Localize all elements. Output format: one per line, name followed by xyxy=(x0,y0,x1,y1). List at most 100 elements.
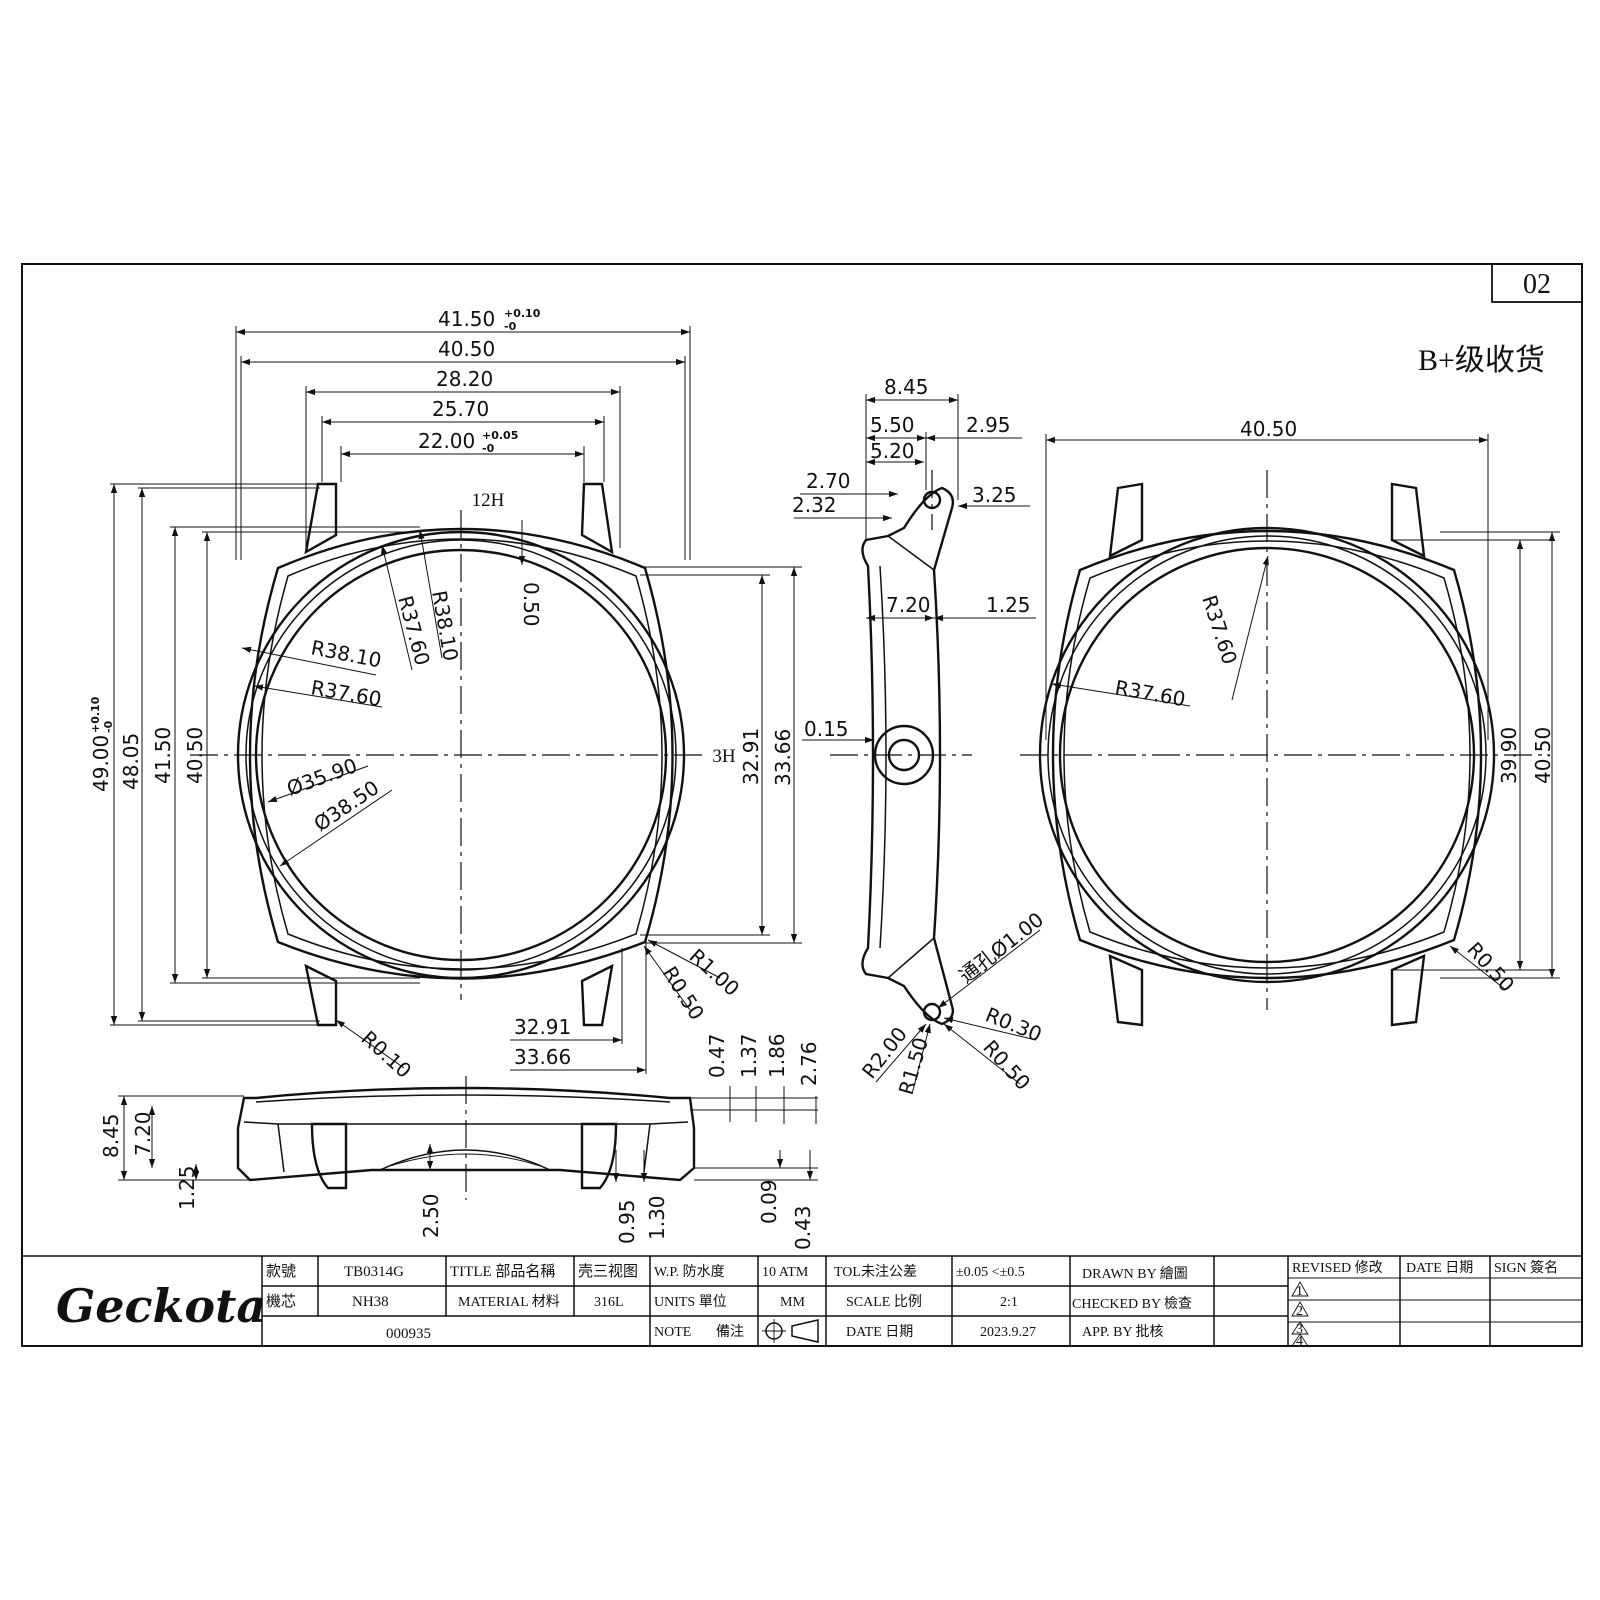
model-label: 款號 xyxy=(266,1263,296,1280)
dim-profile-0-43: 0.43 xyxy=(791,1205,815,1250)
dim-height-outer-tol-plus: +0.10 xyxy=(89,696,102,733)
units-label: UNITS 單位 xyxy=(654,1294,727,1310)
revision-1: 1 xyxy=(1296,1284,1303,1299)
note-cn: 備注 xyxy=(716,1324,744,1340)
projection-symbol-cone xyxy=(791,1319,819,1343)
sheet-number-box xyxy=(1491,263,1583,303)
movement-value: NH38 xyxy=(352,1294,389,1310)
dim-side-1-25: 1.25 xyxy=(986,593,1031,617)
dim-side-2-32: 2.32 xyxy=(792,493,837,517)
revision-date-label: DATE 日期 xyxy=(1406,1260,1473,1276)
profile-view: 8.45 7.20 1.25 2.50 0.95 1.30 0.09 0.43 … xyxy=(99,1033,821,1250)
title-label: TITLE 部品名稱 xyxy=(450,1263,555,1280)
dim-profile-1-25: 1.25 xyxy=(175,1165,199,1210)
dim-width-outer: 41.50 xyxy=(438,307,495,331)
dim-width-outer-tol-minus: -0 xyxy=(504,320,517,333)
dim-profile-7-20: 7.20 xyxy=(131,1111,155,1156)
dim-offset: 0.50 xyxy=(519,582,543,627)
app-label: APP. BY 批核 xyxy=(1082,1324,1164,1340)
scale-label: SCALE 比例 xyxy=(846,1294,922,1310)
tol-value: ±0.05 <±0.5 xyxy=(956,1265,1025,1280)
model-value: TB0314G xyxy=(344,1264,404,1280)
revision-3: 3 xyxy=(1296,1322,1303,1337)
dim-profile-8-45: 8.45 xyxy=(99,1113,123,1158)
dim-side-r0-50: R0.50 xyxy=(978,1035,1035,1094)
scale-value: 2:1 xyxy=(1000,1295,1018,1310)
tol-label: TOL未注公差 xyxy=(834,1264,917,1280)
note-label: NOTE xyxy=(654,1325,691,1340)
dim-width-outer-tol-plus: +0.10 xyxy=(504,307,541,320)
dim-height-41: 41.50 xyxy=(151,727,175,784)
dim-back-r0-50: R0.50 xyxy=(1462,937,1519,996)
revision-1-triangle xyxy=(1291,1281,1309,1297)
title-value: 壳三视图 xyxy=(578,1263,638,1280)
dim-lug-width: 22.00 xyxy=(418,429,475,453)
dim-back-39-90: 39.90 xyxy=(1497,727,1521,784)
material-label: MATERIAL 材料 xyxy=(458,1294,560,1310)
wp-value: 10 ATM xyxy=(762,1265,809,1280)
sign-label: SIGN 簽名 xyxy=(1494,1259,1558,1276)
title-block: Geckota 款號 TB0314G 機芯 NH38 000935 TITLE … xyxy=(22,1255,1582,1349)
dim-through-hole: 通孔Ø1.00 xyxy=(954,907,1048,988)
dim-right-32: 32.91 xyxy=(739,728,763,785)
dim-profile-1-37: 1.37 xyxy=(737,1033,761,1078)
drawn-label: DRAWN BY 繪圖 xyxy=(1082,1265,1188,1282)
dim-r38-10-b: R38.10 xyxy=(309,635,383,672)
marker-12h: 12H xyxy=(472,490,505,511)
revision-4: 4 xyxy=(1296,1334,1303,1349)
dim-right-33: 33.66 xyxy=(771,729,795,786)
dim-lug-inner: 25.70 xyxy=(432,397,489,421)
material-value: 316L xyxy=(594,1295,624,1310)
dim-back-40-50: 40.50 xyxy=(1531,727,1555,784)
grade-note: B+级收货 xyxy=(1418,344,1545,377)
date-label: DATE 日期 xyxy=(846,1324,913,1340)
dim-side-2-70: 2.70 xyxy=(806,469,851,493)
dim-lug-outer: 28.20 xyxy=(436,367,493,391)
dim-bottom-32: 32.91 xyxy=(514,1015,571,1039)
front-view: 12H 3H 41.50 +0.10 -0 40.50 28.20 25.70 … xyxy=(89,307,802,1083)
dim-side-0-15: 0.15 xyxy=(804,717,849,741)
movement-label: 機芯 xyxy=(266,1293,296,1310)
dim-profile-1-30: 1.30 xyxy=(645,1195,669,1240)
dim-height-40: 40.50 xyxy=(183,727,207,784)
checked-label: CHECKED BY 檢查 xyxy=(1072,1295,1192,1312)
dim-r37-60-b: R37.60 xyxy=(309,675,383,711)
dim-r0-10: R0.10 xyxy=(357,1026,416,1083)
dim-side-7-20: 7.20 xyxy=(886,593,931,617)
sheet-number: 02 xyxy=(1523,269,1551,300)
revised-label: REVISED 修改 xyxy=(1292,1260,1383,1276)
dim-height-outer: 49.00 xyxy=(89,735,113,792)
dim-profile-2-50: 2.50 xyxy=(419,1193,443,1238)
dim-side-3-25: 3.25 xyxy=(972,483,1017,507)
logo: Geckota xyxy=(56,1279,266,1333)
dim-profile-0-47: 0.47 xyxy=(705,1033,729,1078)
code-value: 000935 xyxy=(386,1326,431,1342)
dim-r37-60-a: R37.60 xyxy=(393,593,435,668)
dim-back-r37-60-a: R37.60 xyxy=(1197,592,1242,667)
units-value: MM xyxy=(780,1295,805,1310)
dim-width-body: 40.50 xyxy=(438,337,495,361)
dim-back-r37-60-b: R37.60 xyxy=(1113,675,1187,711)
dim-bottom-33: 33.66 xyxy=(514,1045,571,1069)
dim-height-outer-tol-minus: -0 xyxy=(102,720,115,733)
dim-lug-width-tol-plus: +0.05 xyxy=(482,429,518,442)
dim-profile-0-95: 0.95 xyxy=(615,1199,639,1244)
dim-side-5-50: 5.50 xyxy=(870,413,915,437)
dim-back-width: 40.50 xyxy=(1240,417,1297,441)
dim-side-5-20: 5.20 xyxy=(870,439,915,463)
sheet-border xyxy=(21,263,1583,1347)
revision-2-triangle xyxy=(1291,1301,1309,1317)
back-view: 40.50 R37.60 R37.60 39.90 40.50 R0.50 xyxy=(1020,417,1560,1027)
side-view: 8.45 5.50 2.95 5.20 2.70 2.32 3.25 7.20 … xyxy=(792,375,1048,1097)
dim-profile-1-86: 1.86 xyxy=(765,1033,789,1078)
dim-side-8-45: 8.45 xyxy=(884,375,929,399)
dim-height-48: 48.05 xyxy=(119,733,143,790)
date-value: 2023.9.27 xyxy=(980,1325,1036,1340)
dim-side-2-95: 2.95 xyxy=(966,413,1011,437)
marker-3h: 3H xyxy=(712,746,736,767)
dim-lug-width-tol-minus: -0 xyxy=(482,442,495,455)
dim-profile-0-09: 0.09 xyxy=(757,1179,781,1224)
revision-4-triangle xyxy=(1291,1333,1309,1347)
dim-profile-2-76: 2.76 xyxy=(797,1041,821,1086)
